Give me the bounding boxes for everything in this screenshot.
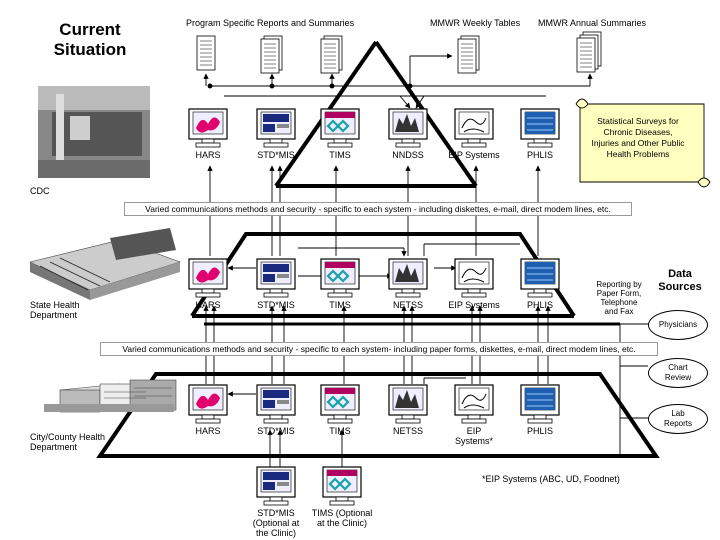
reporting-note: Reporting by Paper Form, Telephone and F…: [596, 280, 642, 316]
state-system-0-label: HARS: [195, 300, 221, 310]
cdc-system-1-label: STD*MIS: [257, 150, 295, 160]
city-system-5-label: PHLIS: [526, 426, 553, 436]
banner-state-city: Varied communications methods and securi…: [100, 342, 658, 356]
cdc-system-3-label: NNDSS: [392, 150, 424, 160]
label-mmwr-annual: MMWR Annual Summaries: [538, 18, 647, 28]
city-system-0-label: HARS: [195, 426, 221, 436]
state-system-4-monitor-icon: [454, 258, 494, 298]
cdc-system-2-monitor-icon: [320, 108, 360, 148]
city-parallelogram: [96, 372, 660, 458]
source-chart-review: Chart Review: [648, 358, 708, 388]
clinic-system-1-monitor-icon: [322, 466, 362, 506]
clinic-system-0-label: STD*MIS (Optional at the Clinic): [252, 508, 300, 538]
city-system-0-monitor-icon: [188, 384, 228, 424]
state-system-3-label: NETSS: [392, 300, 423, 310]
cdc-system-5-monitor-icon: [520, 108, 560, 148]
level-state: State Health Department: [30, 300, 80, 320]
state-system-2-monitor-icon: [320, 258, 360, 298]
level-city: City/County Health Department: [30, 432, 106, 452]
scroll-text: Statistical Surveys for Chronic Diseases…: [591, 116, 685, 159]
report-documents: [196, 31, 602, 74]
city-system-4-monitor-icon: [454, 384, 494, 424]
cdc-system-5-label: PHLIS: [526, 150, 553, 160]
state-system-5-label: PHLIS: [526, 300, 553, 310]
state-system-3-monitor-icon: [388, 258, 428, 298]
city-system-1-label: STD*MIS: [257, 426, 295, 436]
page-title: Current Situation: [53, 20, 127, 59]
state-system-1-monitor-icon: [256, 258, 296, 298]
footnote: *EIP Systems (ABC, UD, Foodnet): [482, 474, 620, 484]
cdc-building-icon: [38, 86, 150, 178]
city-system-3-monitor-icon: [388, 384, 428, 424]
source-lab-reports: Lab Reports: [648, 404, 708, 434]
clinic-system-0-monitor-icon: [256, 466, 296, 506]
state-system-0-monitor-icon: [188, 258, 228, 298]
source-physicians: Physicians: [648, 310, 708, 340]
cdc-system-4-label: EIP Systems: [448, 150, 500, 160]
city-system-3-label: NETSS: [392, 426, 423, 436]
data-sources-title: Data Sources: [658, 268, 702, 293]
state-system-1-label: STD*MIS: [257, 300, 295, 310]
level-cdc: CDC: [30, 186, 50, 196]
cdc-system-1-monitor-icon: [256, 108, 296, 148]
banner-cdc-state: Varied communications methods and securi…: [124, 202, 632, 216]
clinic-system-1-label: TIMS (Optional at the Clinic): [311, 508, 373, 528]
city-system-1-monitor-icon: [256, 384, 296, 424]
city-system-2-label: TIMS: [329, 426, 351, 436]
state-system-5-monitor-icon: [520, 258, 560, 298]
cdc-system-4-monitor-icon: [454, 108, 494, 148]
cdc-report-bus: [203, 53, 593, 109]
label-mmwr-weekly: MMWR Weekly Tables: [430, 18, 521, 28]
state-system-2-label: TIMS: [329, 300, 351, 310]
cdc-system-0-label: HARS: [195, 150, 221, 160]
city-system-2-monitor-icon: [320, 384, 360, 424]
state-building-icon: [29, 228, 181, 300]
scroll-icon: [575, 98, 711, 188]
label-program-reports: Program Specific Reports and Summaries: [186, 18, 355, 28]
cdc-system-2-label: TIMS: [329, 150, 351, 160]
city-system-4-label: EIP Systems*: [454, 426, 493, 446]
state-system-4-label: EIP Systems: [448, 300, 500, 310]
cdc-triangle: [274, 40, 478, 188]
cdc-system-3-monitor-icon: [388, 108, 428, 148]
cdc-system-0-monitor-icon: [188, 108, 228, 148]
city-building-icon: [44, 379, 177, 413]
city-system-5-monitor-icon: [520, 384, 560, 424]
